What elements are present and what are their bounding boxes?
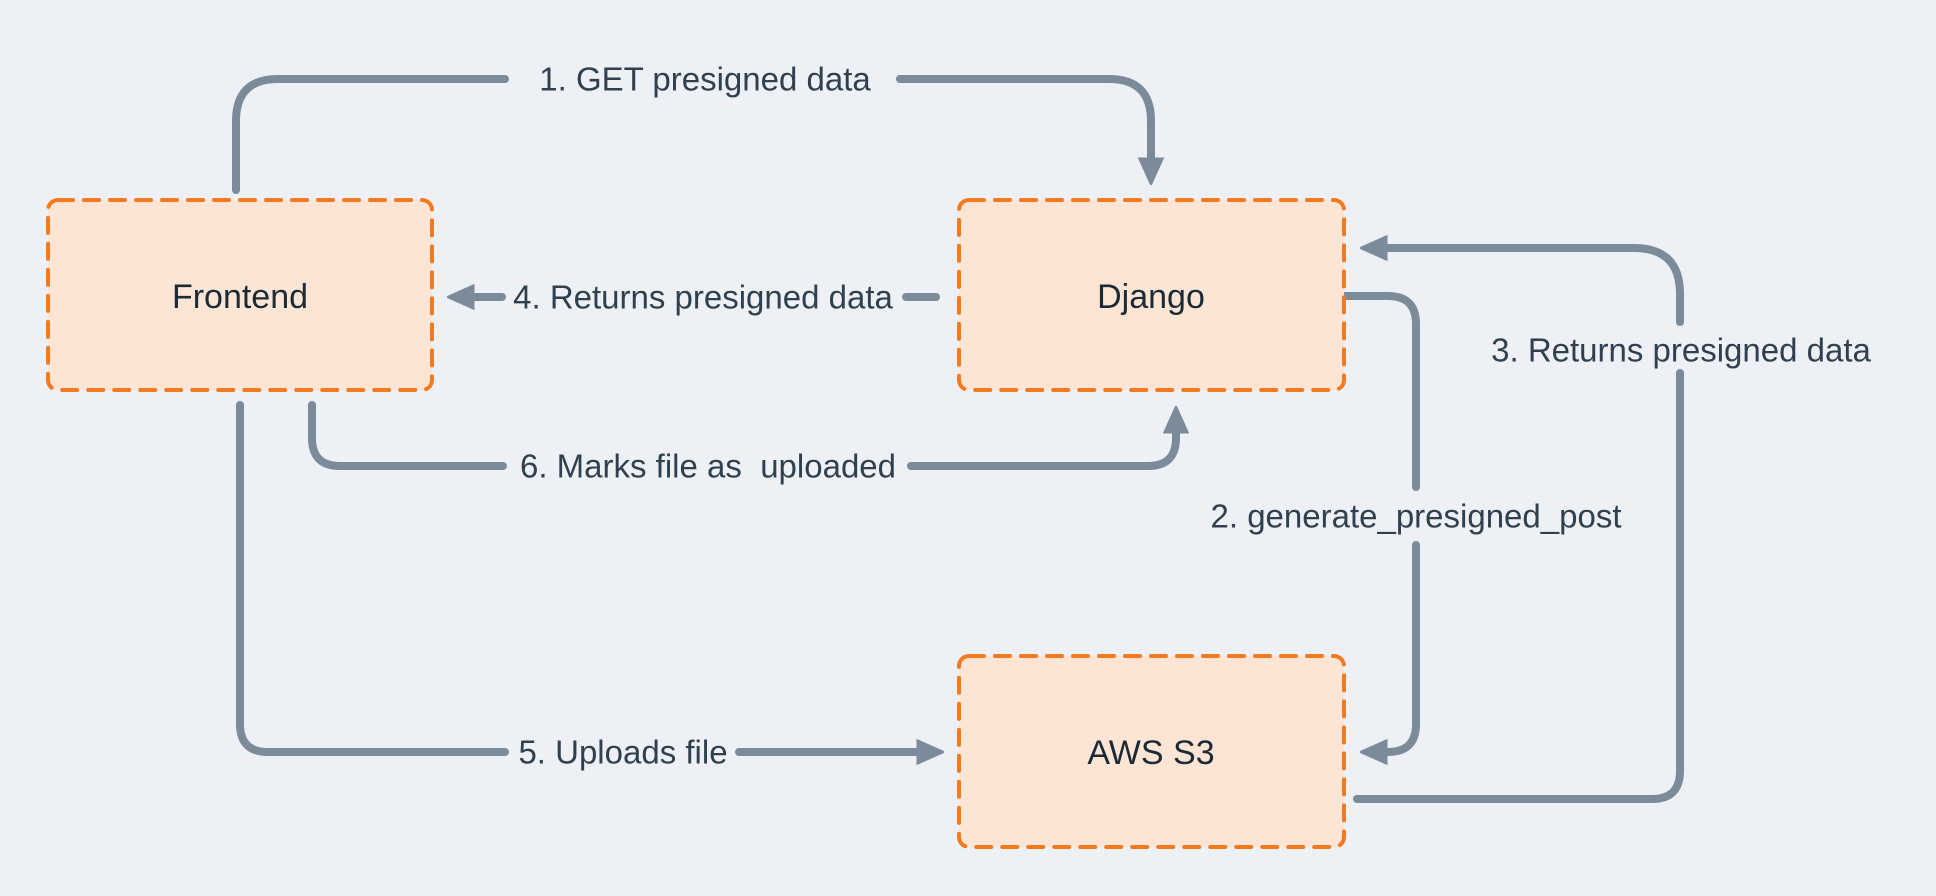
node-frontend-label: Frontend	[172, 278, 308, 316]
node-aws-s3-box	[957, 654, 1346, 849]
arrow-step-2-end-segment	[1386, 541, 1420, 752]
arrow-step-4: 4. Returns presigned data	[473, 279, 940, 316]
arrow-step-6-label: 6. Marks file as uploaded	[520, 448, 896, 485]
node-frontend: Frontend	[46, 198, 434, 392]
arrow-step-3-start-segment	[1353, 369, 1684, 803]
node-aws-s3-label: AWS S3	[1087, 734, 1214, 772]
node-django-box	[957, 198, 1346, 392]
node-frontend-box	[46, 198, 434, 392]
arrow-step-1-end-segment	[896, 75, 1151, 159]
arrow-step-6: 6. Marks file as uploaded	[308, 401, 1176, 485]
arrow-step-5: 5. Uploads file	[236, 401, 918, 771]
arrow-step-6-end-segment	[907, 432, 1176, 470]
node-django: Django	[957, 198, 1346, 392]
arrow-step-1: 1. GET presigned data	[232, 61, 1151, 194]
arrow-step-3-end-segment	[1386, 248, 1684, 326]
arrow-step-5-label: 5. Uploads file	[518, 734, 727, 771]
arrow-step-3: 3. Returns presigned data	[1353, 248, 1872, 803]
arrow-step-6-start-segment	[308, 401, 507, 470]
arrow-step-1-start-segment	[232, 75, 509, 194]
node-django-label: Django	[1097, 278, 1205, 316]
node-aws-s3: AWS S3	[957, 654, 1346, 849]
arrow-step-2-label: 2. generate_presigned_post	[1211, 498, 1622, 535]
arrow-step-3-label: 3. Returns presigned data	[1491, 332, 1871, 369]
arrow-step-1-label: 1. GET presigned data	[539, 61, 871, 98]
arrow-step-4-label: 4. Returns presigned data	[513, 279, 893, 316]
arrow-step-2: 2. generate_presigned_post	[1211, 292, 1622, 752]
arrow-step-2-start-segment	[1340, 292, 1420, 491]
arrow-step-5-start-segment	[236, 401, 509, 756]
